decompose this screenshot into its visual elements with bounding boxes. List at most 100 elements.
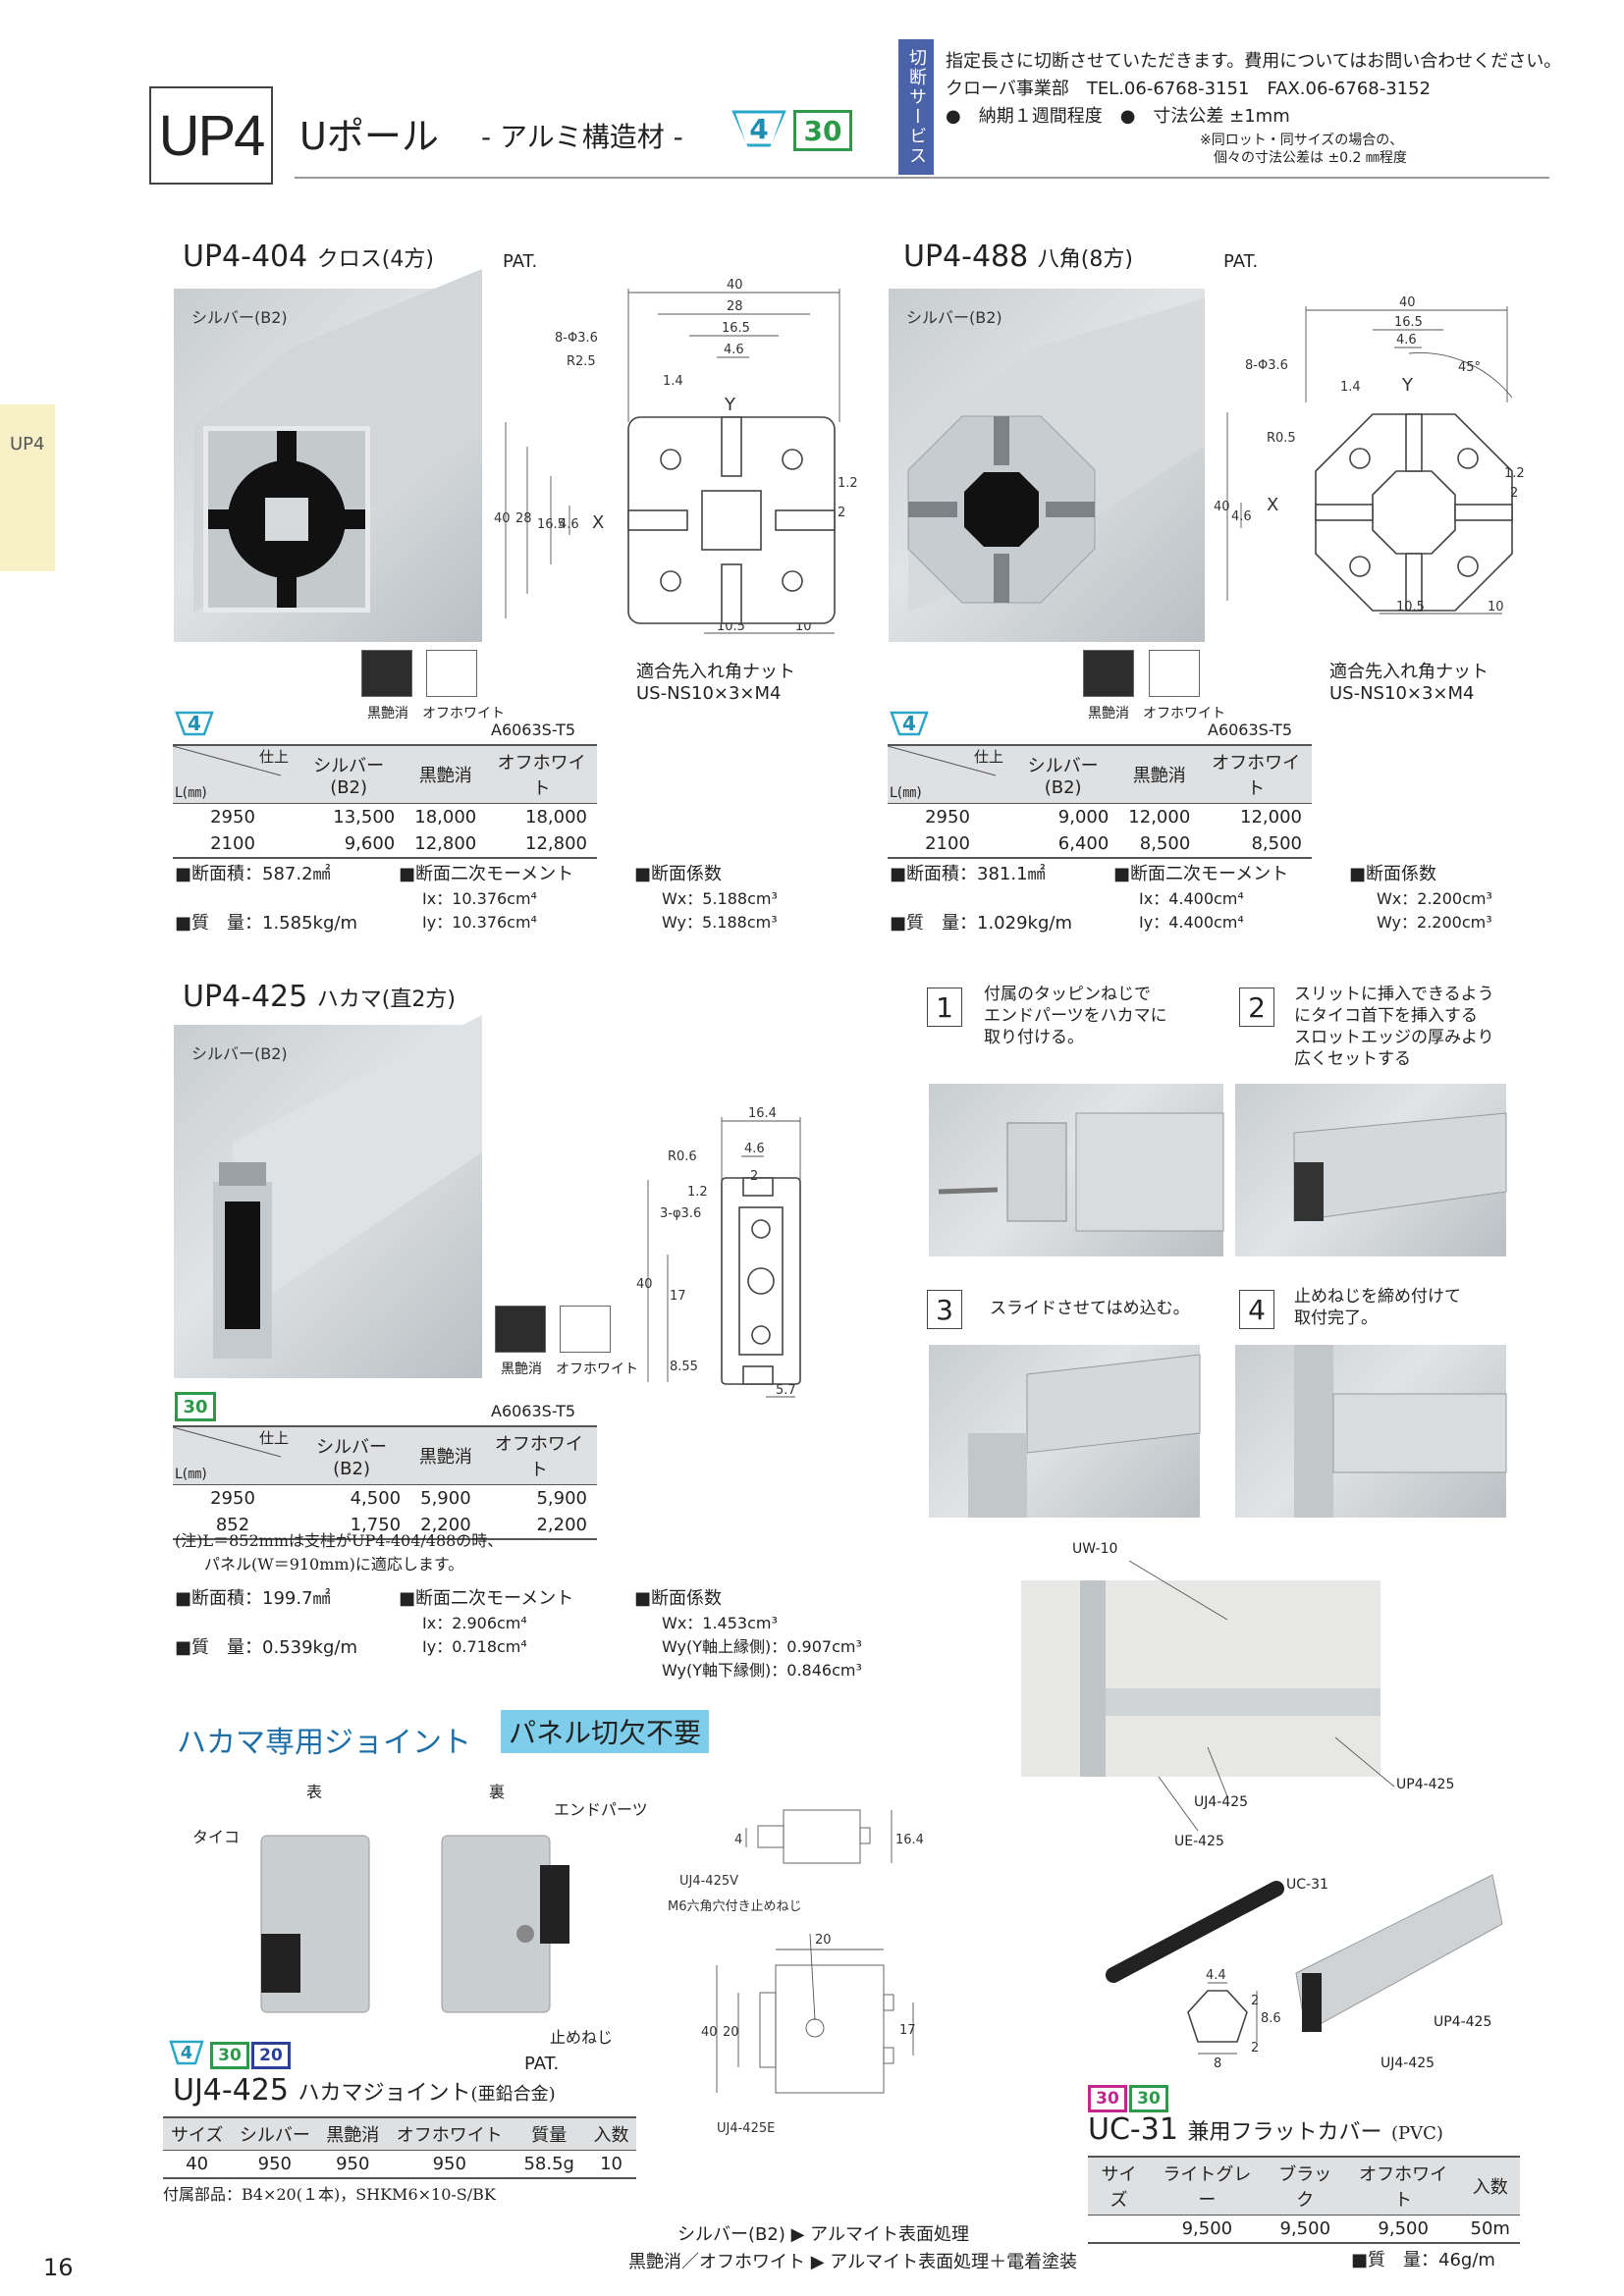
p404-wy: Wy：5.188cm³	[662, 913, 778, 932]
page-number: 16	[43, 2254, 74, 2281]
svg-text:40: 40	[494, 511, 511, 526]
step-3-number: 3	[927, 1290, 962, 1329]
contact-note: クローバ事業部 TEL.06-6768-3151 FAX.06-6768-315…	[946, 79, 1432, 99]
joint-section-heading: ハカマ専用ジョイント	[177, 1726, 471, 1760]
svg-text:2: 2	[750, 1169, 758, 1184]
p404-alloy: A6063S-T5	[491, 721, 576, 739]
p404-swatch-black-label: 黒艶消	[367, 706, 408, 721]
joint-badge-20: 20	[251, 2042, 291, 2069]
svg-text:16.5: 16.5	[1394, 315, 1423, 330]
svg-text:45°: 45°	[1458, 360, 1481, 375]
p404-iy: Iy：10.376cm⁴	[422, 913, 537, 932]
svg-text:M6六角穴付き止めねじ: M6六角穴付き止めねじ	[668, 1899, 802, 1914]
svg-text:16.4: 16.4	[895, 1833, 924, 1847]
joint-photos	[260, 1835, 569, 2013]
svg-text:17: 17	[670, 1289, 686, 1304]
svg-text:2: 2	[1251, 1994, 1259, 2008]
p488-ix: Ix：4.400cm⁴	[1139, 889, 1244, 908]
cover-badge-30-pink: 30	[1088, 2085, 1127, 2112]
svg-text:2: 2	[1510, 486, 1518, 501]
joint-taiko-label: タイコ	[192, 1828, 241, 1846]
step-4-photo	[1235, 1345, 1507, 1518]
p425-area: ■断面積：199.7㎟	[175, 1588, 331, 1609]
label-uj4-425-assembly: UJ4-425	[1194, 1794, 1249, 1810]
p404-nut-label: 適合先入れ角ナット	[636, 662, 795, 682]
cover-mass: ■質 量：46g/m	[1351, 2250, 1495, 2270]
header-rule	[295, 177, 1549, 179]
svg-text:4.4: 4.4	[1206, 1968, 1226, 1983]
joint-drawings: 4 16.4 UJ4-425V M6六角穴付き止めねじ 20 40 20 17 …	[668, 1809, 924, 2136]
svg-text:1.4: 1.4	[663, 374, 683, 389]
p488-wy: Wy：2.200cm³	[1377, 913, 1492, 932]
p425-section-drawing: 16.4 4.6 R0.6 2 1.2 3-φ3.6 40 17 8.55 5.…	[636, 1106, 801, 1398]
svg-text:10: 10	[1488, 600, 1504, 614]
joint-tag: パネル切欠不要	[501, 1710, 710, 1753]
p404-nut-code: US-NS10×3×M4	[636, 683, 782, 704]
label-up4-425-assembly: UP4-425	[1396, 1777, 1455, 1792]
step-1-text: 付属のタッピンねじで エンドパーツをハカマに 取り付ける。	[984, 985, 1167, 1047]
tolerance-note-2: 個々の寸法公差は ±0.2 ㎜程度	[1214, 150, 1407, 166]
label-uw10: UW-10	[1072, 1541, 1118, 1557]
cover-illustration: 4.4 2 8.6 8 2	[1106, 1874, 1503, 2071]
p404-ratio-badge: 4	[175, 711, 214, 736]
p425-swatch-white	[560, 1306, 611, 1353]
svg-text:17: 17	[899, 2023, 916, 2038]
step-2-number: 2	[1239, 988, 1274, 1027]
p425-iy: Iy：0.718cm⁴	[422, 1637, 527, 1656]
p404-title: UP4-404 クロス(4方)	[183, 240, 434, 274]
p425-wy-upper: Wy(Y軸上縁側)：0.907cm³	[662, 1637, 862, 1656]
svg-text:40: 40	[727, 278, 743, 293]
joint-accessory: 付属部品：B4×20(１本)，SHKM6×10-S/BK	[163, 2185, 496, 2204]
p488-moment-heading: ■断面二次モーメント	[1113, 864, 1289, 884]
p488-mass: ■質 量：1.029kg/m	[890, 913, 1072, 934]
svg-text:2: 2	[838, 506, 845, 520]
svg-text:8-Φ3.6: 8-Φ3.6	[555, 331, 598, 346]
p488-iy: Iy：4.400cm⁴	[1139, 913, 1244, 932]
step-1-photo	[929, 1084, 1224, 1256]
svg-text:16.5: 16.5	[722, 321, 750, 336]
svg-text:X: X	[1267, 495, 1278, 515]
p488-pat: PAT.	[1223, 251, 1259, 272]
p488-modulus-heading: ■断面係数	[1349, 864, 1437, 884]
step-3-text: スライドさせてはめ込む。	[990, 1299, 1190, 1318]
svg-text:2: 2	[1251, 2041, 1259, 2056]
assembly-leader-lines	[1128, 1560, 1395, 1832]
p404-mass: ■質 量：1.585kg/m	[175, 913, 357, 934]
p404-swatch-white-label: オフホワイト	[422, 706, 505, 721]
assembly-photo	[1021, 1580, 1380, 1777]
svg-text:4.6: 4.6	[724, 343, 744, 357]
svg-text:28: 28	[727, 299, 743, 314]
p425-moment-heading: ■断面二次モーメント	[399, 1588, 574, 1609]
p488-swatch-black-label: 黒艶消	[1088, 706, 1129, 721]
p488-area: ■断面積：381.1㎟	[890, 864, 1046, 884]
svg-text:1.2: 1.2	[1504, 466, 1525, 481]
p425-note-1: (注)L＝852mmは支柱がUP4-404/488の時、	[175, 1531, 504, 1550]
svg-text:3-φ3.6: 3-φ3.6	[660, 1206, 701, 1221]
p488-swatch-white-label: オフホワイト	[1143, 706, 1225, 721]
p488-swatch-black	[1083, 650, 1134, 697]
svg-text:8.6: 8.6	[1261, 2011, 1281, 2026]
p404-modulus-heading: ■断面係数	[634, 864, 723, 884]
p404-swatch-black	[361, 650, 412, 697]
svg-text:28: 28	[515, 511, 532, 526]
p425-photo: シルバー(B2)	[174, 1015, 482, 1378]
cover-badge-30-green: 30	[1129, 2085, 1168, 2112]
svg-text:UJ4-425V: UJ4-425V	[679, 1874, 738, 1889]
p488-wx: Wx：2.200cm³	[1377, 889, 1492, 908]
svg-text:X: X	[592, 512, 604, 533]
p488-photo: シルバー(B2)	[889, 289, 1205, 642]
finish-note-colored: 黒艶消／オフホワイト ▶ アルマイト表面処理＋電着塗装	[628, 2252, 1078, 2272]
p404-section-drawing: 40 28 16.5 4.6 8-Φ3.6 R2.5 1.4 Y X 40 28…	[494, 278, 858, 634]
side-index-tab[interactable]: UP4	[0, 404, 55, 571]
p425-swatch-white-label: オフホワイト	[556, 1362, 638, 1377]
delivery-note: ● 納期１週間程度 ● 寸法公差 ±1mm	[946, 106, 1290, 127]
p404-ix: Ix：10.376cm⁴	[422, 889, 537, 908]
p404-area: ■断面積：587.2㎟	[175, 864, 331, 884]
p425-alloy: A6063S-T5	[491, 1402, 576, 1420]
